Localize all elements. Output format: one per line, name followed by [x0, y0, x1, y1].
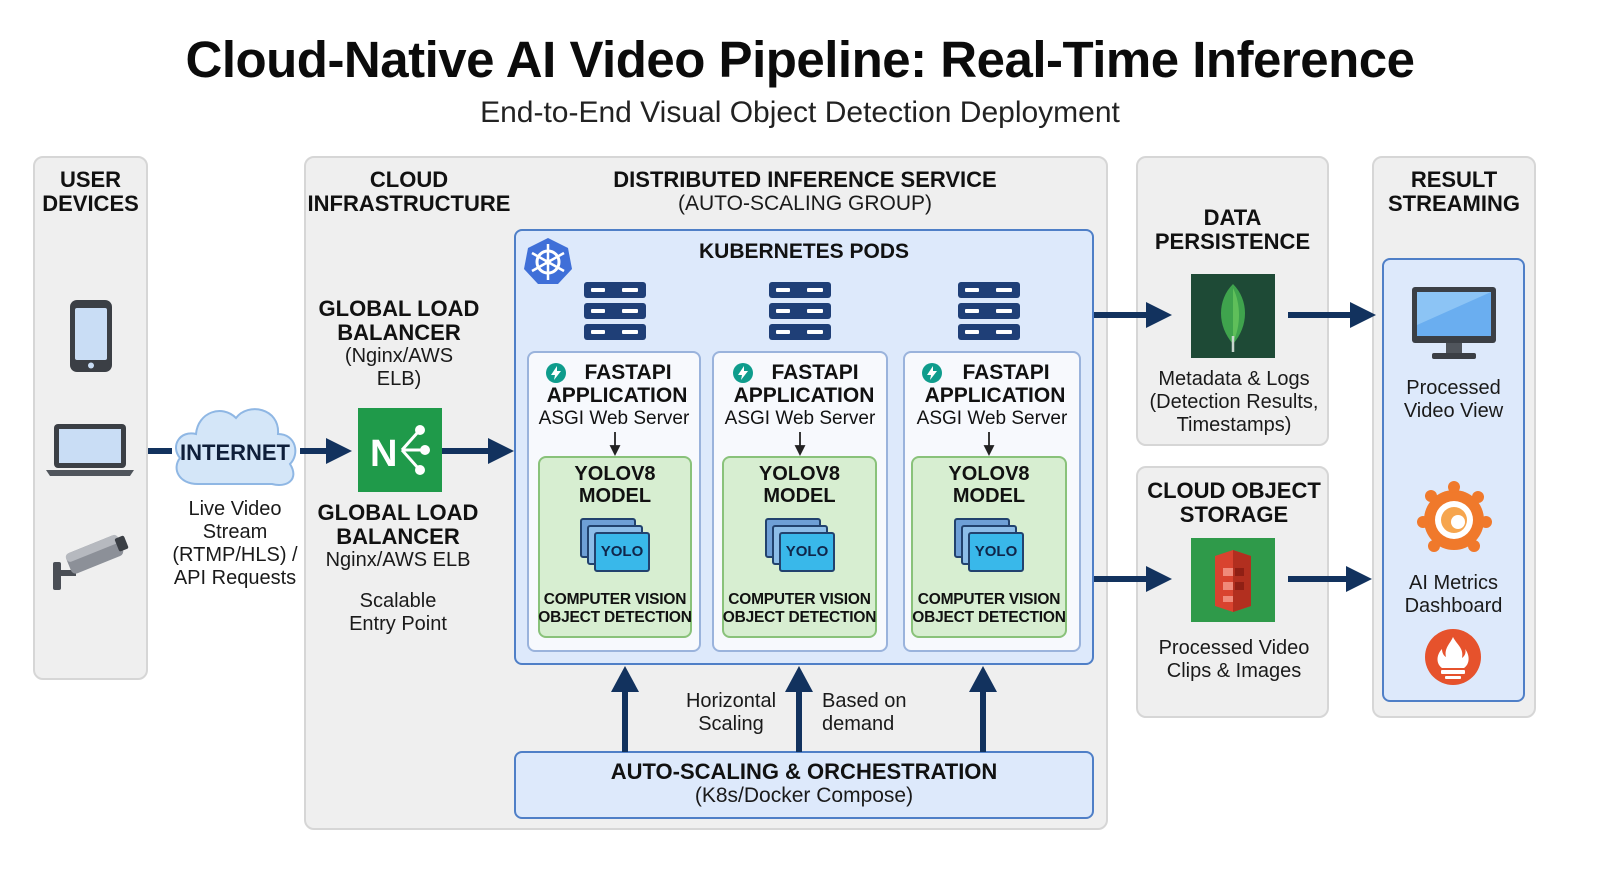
load-balancer-title-bottom: GLOBAL LOAD BALANCER — [317, 500, 479, 549]
server-stack-icon — [769, 282, 831, 340]
yolo-model-title: YOLOV8 MODEL — [948, 463, 1030, 507]
yolo-badge-icon: YOLO — [765, 518, 835, 574]
arrow-server-to-model — [794, 432, 806, 457]
server-stack-icon — [958, 282, 1020, 340]
user-devices-panel — [33, 156, 148, 680]
user-devices-header: USER DEVICES — [42, 167, 139, 216]
horizontal-scaling-label: Horizontal Scaling — [685, 690, 777, 735]
computer-vision-label: COMPUTER VISION OBJECT DETECTION — [538, 591, 692, 626]
yolo-model-title: YOLOV8 MODEL — [758, 463, 841, 507]
prometheus-icon — [1425, 629, 1481, 685]
fastapi-icon — [546, 363, 566, 383]
laptop-icon — [46, 424, 134, 476]
cloud-object-storage-header: CLOUD OBJECT STORAGE — [1147, 478, 1321, 527]
arrow-internet-to-load-balancer — [300, 438, 352, 464]
result-streaming-header: RESULT STREAMING — [1388, 167, 1520, 216]
arrow-server-to-model — [983, 432, 995, 457]
kubernetes-pods-label: KUBERNETES PODS — [698, 240, 910, 263]
arrow-pods-to-persistence — [1094, 302, 1172, 328]
yolo-model-title: YOLOV8 MODEL — [574, 463, 656, 507]
entry-point-label: Scalable Entry Point — [349, 590, 447, 635]
page-subtitle: End-to-End Visual Object Detection Deplo… — [480, 96, 1120, 129]
internet-label: INTERNET — [180, 440, 290, 465]
processed-video-view-label: Processed Video View — [1403, 377, 1504, 422]
arrow-storage-to-results — [1288, 566, 1372, 592]
kubernetes-icon — [524, 238, 572, 284]
smartphone-icon — [70, 300, 112, 372]
arrow-load-balancer-to-pods — [442, 438, 514, 464]
monitor-icon — [1412, 287, 1496, 359]
arrow-scaling-up — [785, 666, 813, 752]
cloud-object-storage-caption: Processed Video Clips & Images — [1158, 637, 1310, 682]
data-persistence-header: DATA PERSISTENCE — [1154, 205, 1311, 254]
arrow-persistence-to-results — [1288, 302, 1376, 328]
grafana-icon — [1417, 481, 1492, 552]
svg-text:N: N — [370, 433, 397, 475]
arrow-server-to-model — [609, 432, 621, 457]
arrow-scaling-up — [969, 666, 997, 752]
load-balancer-subtitle-bottom: Nginx/AWS ELB — [325, 549, 471, 571]
computer-vision-label: COMPUTER VISION OBJECT DETECTION — [722, 591, 877, 626]
fastapi-title: FASTAPI APPLICATION — [733, 361, 875, 407]
internet-cloud-icon — [175, 408, 297, 486]
orchestration-label: AUTO-SCALING & ORCHESTRATION (K8s/Docker… — [610, 759, 998, 808]
page-title: Cloud-Native AI Video Pipeline: Real-Tim… — [185, 31, 1415, 88]
computer-vision-label: COMPUTER VISION OBJECT DETECTION — [912, 591, 1066, 626]
fastapi-title: FASTAPI APPLICATION — [924, 361, 1066, 407]
arrow-pods-to-storage — [1094, 566, 1172, 592]
load-balancer-title-top: GLOBAL LOAD BALANCER — [318, 296, 480, 345]
fastapi-title: FASTAPI APPLICATION — [546, 361, 688, 407]
fastapi-icon — [922, 363, 942, 383]
object-storage-bucket-icon — [1191, 538, 1275, 622]
data-persistence-caption: Metadata & Logs (Detection Results, Time… — [1149, 368, 1319, 436]
security-camera-icon — [53, 534, 129, 590]
asgi-server-label: ASGI Web Server — [538, 408, 690, 429]
database-leaf-icon — [1191, 274, 1275, 358]
cloud-infrastructure-header: CLOUD INFRASTRUCTURE — [307, 167, 511, 216]
yolo-badge-icon: YOLO — [580, 518, 650, 574]
ai-metrics-dashboard-label: AI Metrics Dashboard — [1404, 572, 1503, 617]
arrow-scaling-up — [611, 666, 639, 752]
asgi-server-label: ASGI Web Server — [724, 408, 876, 429]
yolo-badge-icon: YOLO — [954, 518, 1024, 574]
load-balancer-icon: N — [358, 408, 442, 492]
fastapi-icon — [733, 363, 753, 383]
asgi-server-label: ASGI Web Server — [916, 408, 1068, 429]
inference-service-header: DISTRIBUTED INFERENCE SERVICE (AUTO-SCAL… — [613, 167, 997, 216]
internet-caption: Live Video Stream (RTMP/HLS) / API Reque… — [172, 498, 298, 589]
load-balancer-subtitle-top: (Nginx/AWS ELB) — [344, 345, 454, 390]
auto-scaling-orchestration-box — [514, 751, 1094, 819]
based-on-demand-label: Based on demand — [822, 690, 907, 735]
server-stack-icon — [584, 282, 646, 340]
arrow-devices-to-internet — [148, 448, 172, 454]
